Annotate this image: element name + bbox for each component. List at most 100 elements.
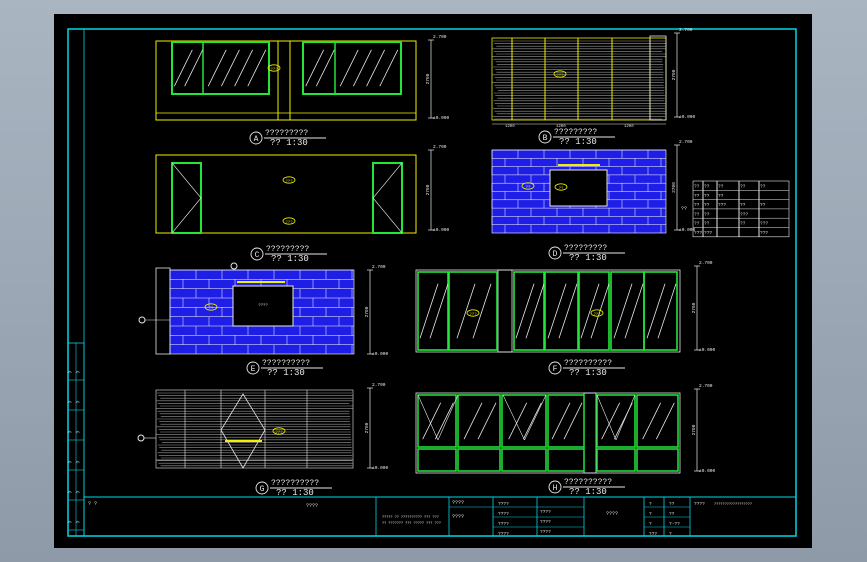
legend-cell: ?? xyxy=(694,193,700,199)
tb-c2: ???? xyxy=(498,511,509,517)
f-column xyxy=(497,269,513,353)
glass-stroke xyxy=(247,49,267,87)
h-swing xyxy=(596,394,617,441)
a-column xyxy=(277,40,291,121)
strip-text: ? xyxy=(68,400,74,403)
glass-stroke xyxy=(522,402,542,440)
legend-side-label: ?? xyxy=(681,206,687,212)
legend-cell: ?? xyxy=(694,202,700,208)
b-dim-text: 1200 xyxy=(624,125,634,129)
f-glass-pane-3 xyxy=(513,271,545,351)
h-swing xyxy=(417,394,439,441)
height-label: 2700 xyxy=(364,306,370,317)
view-label-letter: C xyxy=(255,251,260,260)
c-tag: ??? xyxy=(282,176,296,184)
b-pilaster xyxy=(649,35,667,121)
view-label-letter: H xyxy=(553,484,558,493)
glass-stroke xyxy=(601,402,621,440)
strip-text: ? xyxy=(68,490,74,493)
legend-cell: ??? xyxy=(694,230,702,236)
glass-stroke xyxy=(613,283,633,339)
f-glass-pane-1 xyxy=(417,271,449,351)
glass-stroke xyxy=(184,49,204,87)
h-upper-pane-4 xyxy=(547,394,585,448)
strip-text: ? xyxy=(76,460,82,463)
tb-sheet-desc: ?????????????????? xyxy=(714,503,752,507)
f-glass-hatch xyxy=(646,283,677,339)
tb-c5: ? xyxy=(649,521,652,527)
view-scale: ?? 1:30 xyxy=(276,488,314,498)
level-top-label: 2.700 xyxy=(679,139,693,145)
tb-c2: ???? xyxy=(498,531,509,537)
h-glass-hatch xyxy=(642,402,675,440)
legend-cell: ?? xyxy=(704,221,710,227)
tag-text: ??? xyxy=(593,313,601,317)
h-upper-pane-1 xyxy=(417,394,457,448)
tb-c3: ???? xyxy=(540,529,551,535)
b-tag: ??? xyxy=(553,70,567,78)
e-tag: ?? xyxy=(204,303,218,311)
f-tag-2: ??? xyxy=(590,309,604,317)
view-label-letter: A xyxy=(254,135,259,144)
view-label-circle xyxy=(246,361,260,375)
tb-c6: ?? xyxy=(669,511,675,517)
legend-cell: ?? xyxy=(718,193,724,199)
tag-text: ?? xyxy=(559,187,564,191)
height-label: 2700 xyxy=(364,422,370,433)
glass-stroke xyxy=(558,283,578,339)
strip-text: ? xyxy=(76,520,82,523)
view-title: ????????? xyxy=(266,245,309,254)
tag-ellipse xyxy=(282,217,296,225)
glass-stroke xyxy=(642,402,662,440)
glass-stroke xyxy=(234,49,253,87)
tag-text: ??? xyxy=(285,180,293,184)
tb-c1-2: ???? xyxy=(452,514,464,520)
h-swing xyxy=(437,394,459,441)
tag-ellipse xyxy=(267,64,281,72)
h-glass-hatch xyxy=(551,402,583,440)
legend-cell: ??? xyxy=(760,221,768,227)
c-swing xyxy=(171,162,202,199)
glass-stroke xyxy=(547,283,567,339)
f-glass-pane-5 xyxy=(578,271,610,351)
glass-stroke xyxy=(305,49,325,87)
glass-stroke xyxy=(315,49,335,87)
title-block: ? ?????????? ?? ?????????? ??? ????? ???… xyxy=(83,496,797,537)
level-bottom-label: ±0.000 xyxy=(372,351,389,357)
view-label-circle xyxy=(249,131,263,145)
c-wall xyxy=(155,154,417,234)
level-top-label: 2.700 xyxy=(679,27,693,33)
a-glass-2 xyxy=(207,49,267,87)
legend-table: ????????????????????????????????????????… xyxy=(681,180,790,238)
legend-cell: ?? xyxy=(694,221,700,227)
glass-stroke xyxy=(419,283,439,339)
tb-c6: ?-?? xyxy=(669,521,680,527)
legend-cell: ?? xyxy=(704,202,710,208)
level-bottom-label: ±0.000 xyxy=(679,114,696,120)
view-label-circle xyxy=(255,481,269,495)
tb-c3: ???? xyxy=(540,519,551,525)
h-lower-pane-2 xyxy=(457,448,501,472)
view-label-circle xyxy=(538,130,552,144)
f-glass-pane-7 xyxy=(643,271,678,351)
glass-stroke xyxy=(379,49,399,87)
legend-cell: ?? xyxy=(704,193,710,199)
tb-note-2: ?? ??????? ??? ????? ??? ??? xyxy=(382,522,441,526)
tag-text: ??? xyxy=(275,431,283,435)
glass-stroke xyxy=(434,402,454,440)
a-glass-4 xyxy=(339,49,399,87)
view-scale: ?? 1:30 xyxy=(270,138,308,148)
tb-c6: ? xyxy=(669,531,672,537)
view-label-b: B??????????? 1:30 xyxy=(538,128,615,147)
view-label-letter: G xyxy=(260,485,265,494)
legend-cell: ?? xyxy=(760,184,766,190)
view-label-letter: D xyxy=(553,250,558,259)
b-dim-text: 1200 xyxy=(556,125,566,129)
view-label-circle xyxy=(250,247,264,261)
c-swing xyxy=(171,197,202,234)
